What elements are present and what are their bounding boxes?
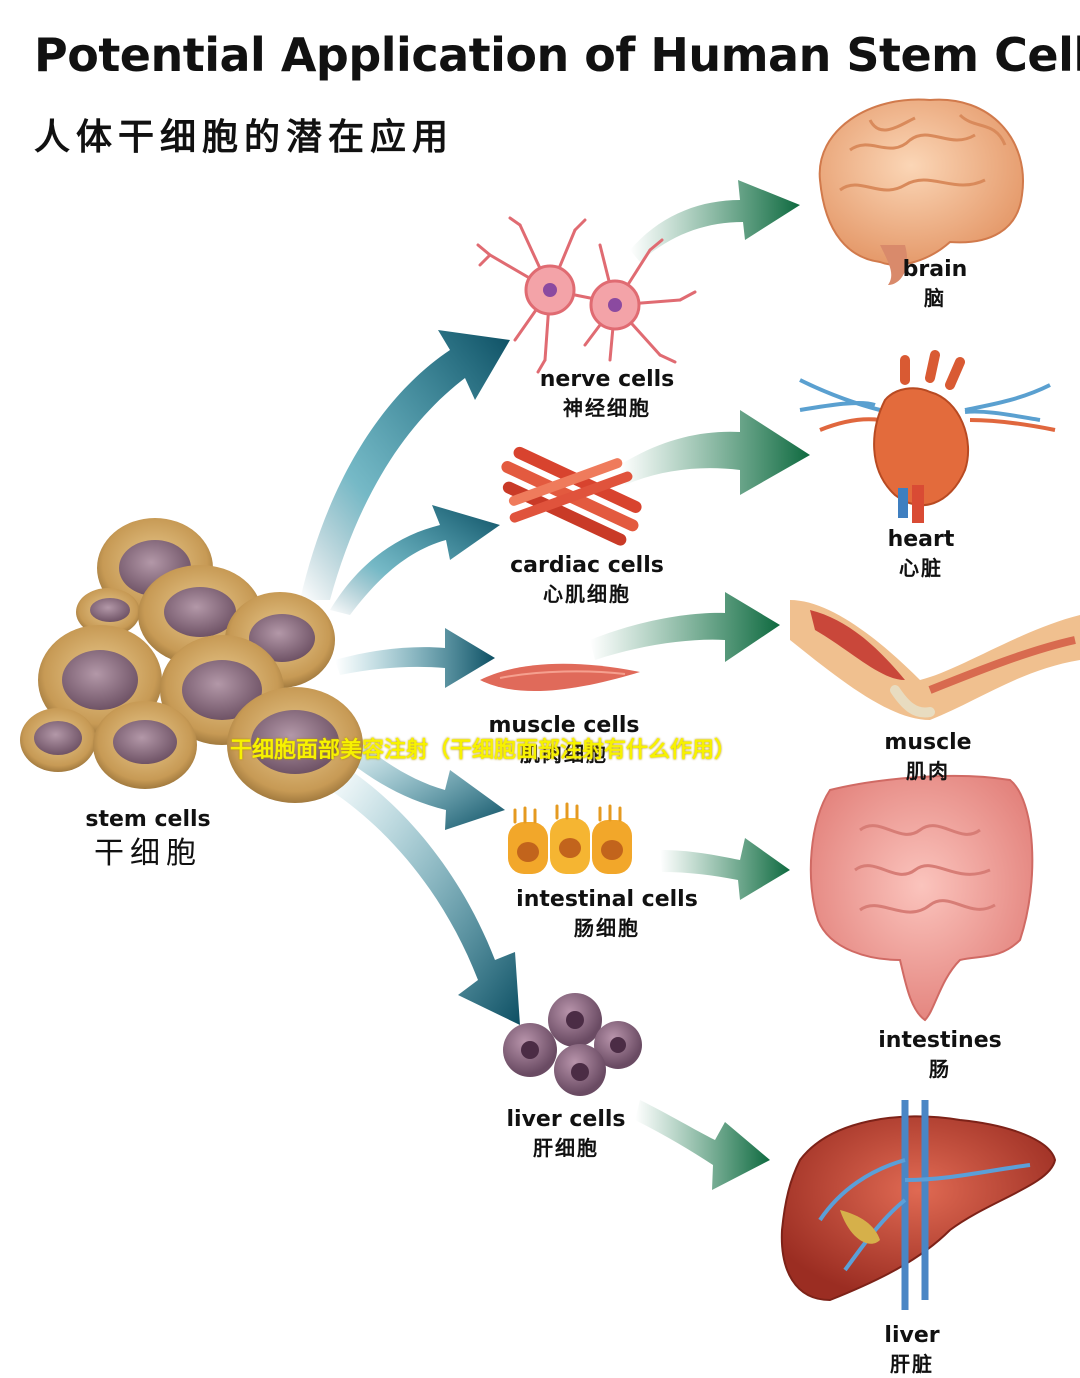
muscle-cell-illustration bbox=[480, 663, 640, 692]
title-chinese: 人体干细胞的潜在应用 bbox=[34, 117, 455, 158]
label-liver: liver 肝脏 bbox=[884, 1322, 939, 1378]
label-brain: brain 脑 bbox=[903, 256, 968, 312]
label-stem-cells-en: stem cells bbox=[85, 807, 211, 832]
label-liver-cells-en: liver cells bbox=[506, 1107, 626, 1132]
liver-cells-illustration bbox=[503, 993, 642, 1096]
label-muscle-en: muscle bbox=[884, 730, 972, 755]
label-muscle-cells: muscle cells 肌肉细胞 bbox=[489, 712, 640, 768]
arrow-to-nerve-cells bbox=[300, 330, 510, 600]
label-cardiac-cells-zh: 心肌细胞 bbox=[543, 582, 631, 606]
label-intestines: intestines 肠 bbox=[878, 1027, 1001, 1083]
heart-illustration bbox=[799, 350, 1056, 523]
arrow-to-liver-cells bbox=[330, 760, 520, 1025]
label-muscle-zh: 肌肉 bbox=[906, 759, 950, 783]
label-intestines-zh: 肠 bbox=[928, 1057, 951, 1081]
arrows-stem-to-cells bbox=[300, 330, 520, 1025]
arrow-to-muscle bbox=[590, 592, 780, 662]
label-liver-zh: 肝脏 bbox=[889, 1352, 934, 1376]
muscle-arm-illustration bbox=[790, 600, 1080, 720]
label-nerve-cells-zh: 神经细胞 bbox=[563, 396, 651, 420]
label-brain-zh: 脑 bbox=[924, 286, 946, 310]
intestinal-cells-illustration bbox=[508, 802, 632, 874]
label-cardiac-cells: cardiac cells 心肌细胞 bbox=[510, 552, 664, 608]
liver-illustration bbox=[780, 1100, 1057, 1310]
title-english: Potential Application of Human Stem Cell… bbox=[34, 28, 1080, 82]
label-liver-cells-zh: 肝细胞 bbox=[533, 1136, 599, 1160]
brain-illustration bbox=[818, 98, 1024, 285]
cardiac-cells-illustration bbox=[501, 446, 642, 546]
overlay-caption: 干细胞面部美容注射（干细胞面部注射有什么作用） bbox=[230, 738, 737, 763]
intestines-illustration bbox=[809, 774, 1034, 1022]
arrow-to-intestinal-cells bbox=[335, 730, 505, 830]
label-intestinal-cells: intestinal cells 肠细胞 bbox=[516, 886, 698, 942]
label-stem-cells-zh: 干细胞 bbox=[93, 836, 202, 871]
nerve-cells-illustration bbox=[476, 216, 697, 374]
label-nerve-cells: nerve cells 神经细胞 bbox=[540, 366, 675, 422]
label-heart-en: heart bbox=[887, 527, 955, 552]
label-liver-cells: liver cells 肝细胞 bbox=[507, 1106, 626, 1162]
arrow-to-muscle-cells bbox=[335, 628, 495, 688]
label-muscle: muscle 肌肉 bbox=[884, 729, 971, 785]
arrow-to-cardiac-cells bbox=[330, 505, 500, 615]
arrow-to-intestines bbox=[660, 838, 790, 900]
label-stem-cells: stem cells 干细胞 bbox=[85, 806, 210, 874]
label-heart: heart 心脏 bbox=[888, 526, 955, 582]
stem-cells-illustration bbox=[20, 518, 363, 803]
label-intestinal-cells-en: intestinal cells bbox=[516, 887, 698, 912]
label-intestines-en: intestines bbox=[878, 1028, 1002, 1053]
arrow-to-brain bbox=[630, 180, 800, 262]
label-muscle-cells-en: muscle cells bbox=[488, 713, 640, 738]
arrow-to-heart bbox=[620, 410, 810, 495]
label-heart-zh: 心脏 bbox=[898, 556, 943, 580]
label-nerve-cells-en: nerve cells bbox=[539, 367, 675, 392]
label-liver-en: liver bbox=[884, 1323, 940, 1348]
label-muscle-cells-zh: 肌肉细胞 bbox=[519, 742, 608, 766]
label-intestinal-cells-zh: 肠细胞 bbox=[573, 916, 640, 940]
label-cardiac-cells-en: cardiac cells bbox=[510, 553, 664, 578]
label-brain-en: brain bbox=[902, 257, 968, 282]
arrows-cells-to-organs bbox=[590, 180, 810, 1190]
arrow-to-liver bbox=[635, 1100, 770, 1190]
